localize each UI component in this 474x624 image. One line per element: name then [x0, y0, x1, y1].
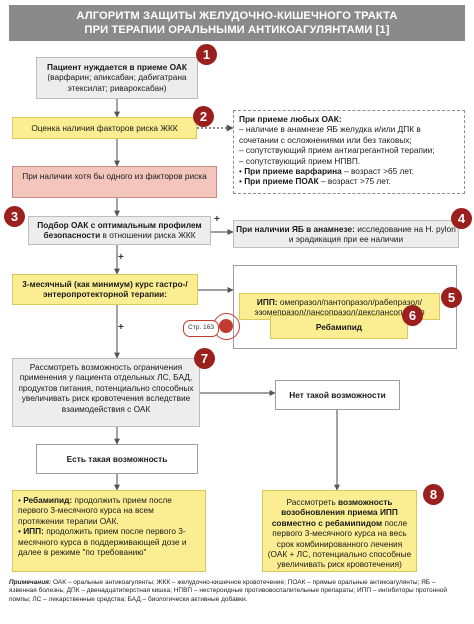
step-8-resume-ppi: Рассмотреть возможность возобновления пр…	[262, 490, 417, 572]
badge-3: 3	[4, 206, 25, 227]
course-box: 3-месячный (как минимум) курс гастро-/эн…	[12, 274, 198, 305]
step-6-text: Ребамипид	[315, 322, 363, 332]
possibility-box: Есть такая возможность	[36, 444, 198, 474]
risk-item: – сопутствующий прием антиагрегантной те…	[239, 145, 435, 156]
step-2-assess-risk: Оценка наличия факторов риска ЖКК	[12, 117, 197, 139]
step-1-need-oac: Пациент нуждается в приеме ОАК (варфарин…	[36, 57, 198, 99]
step-2-text: Оценка наличия факторов риска ЖКК	[31, 123, 178, 133]
notes-label: Примечания:	[9, 579, 52, 586]
badge-2: 2	[193, 106, 214, 127]
badge-4: 4	[451, 208, 472, 229]
step-1-bold: Пациент нуждается в приеме ОАК	[47, 62, 187, 72]
no-possibility-box: Нет такой возможности	[275, 380, 400, 410]
final-left-ppi: • ИПП: продолжить прием после первого 3-…	[18, 526, 187, 558]
risk-list: – наличие в анамнезе ЯБ желудка и/или ДП…	[239, 124, 459, 186]
plus-sign: +	[118, 252, 124, 263]
risk-poak: • При приеме ПОАК – возраст >75 лет.	[239, 176, 391, 187]
plus-sign: +	[214, 214, 220, 225]
possibility-text: Есть такая возможность	[66, 454, 168, 464]
step-8-post: после первого 3-месячного курса на весь …	[267, 517, 412, 570]
step-3-bold: Подбор ОАК с оптимальным профилем безопа…	[37, 220, 202, 241]
risk-item: – наличие в анамнезе ЯБ желудка и/или ДП…	[239, 124, 421, 145]
step-4-text: исследование на H. pylori и эрадикация п…	[288, 224, 456, 245]
final-left-rebamipide: • Ребамипид: продолжить прием после перв…	[18, 495, 172, 526]
step-3-text: в отношении риска ЖКК	[102, 230, 196, 241]
page-title: АЛГОРИТМ ЗАЩИТЫ ЖЕЛУДОЧНО-КИШЕЧНОГО ТРАК…	[9, 5, 465, 41]
risk-factors-box: При приеме любых ОАК: – наличие в анамне…	[233, 110, 465, 194]
notes-text: ОАК – оральные антикоагулянты; ЖКК – жел…	[9, 579, 448, 603]
badge-8: 8	[423, 484, 444, 505]
badge-5: 5	[441, 287, 462, 308]
plus-sign: +	[118, 322, 124, 333]
page-reference-stamp: Стр. 163	[183, 320, 219, 337]
final-left-box: • Ребамипид: продолжить прием после перв…	[12, 490, 206, 572]
step-2b-any-risk-factor: При наличии хотя бы одного из факторов р…	[12, 166, 217, 198]
step-6-rebamipide: Ребамипид	[270, 315, 408, 339]
step-7-text: Рассмотреть возможность ограничения прим…	[18, 362, 194, 414]
step-7-restrict: Рассмотреть возможность ограничения прим…	[12, 358, 200, 427]
badge-6: 6	[402, 305, 423, 326]
course-text: 3-месячный (как минимум) курс гастро-/эн…	[22, 279, 188, 300]
risk-warfarin: • При приеме варфарина – возраст >65 лет…	[239, 166, 414, 177]
step-8-bold: возможность возобновления приема ИПП сов…	[271, 497, 398, 528]
risk-heading: При приеме любых ОАК:	[239, 114, 342, 124]
step-5-bold: ИПП:	[256, 297, 278, 307]
step-8-pre: Рассмотреть	[286, 497, 336, 507]
step-4-hpylori: При наличии ЯБ в анамнезе: исследование …	[233, 220, 459, 248]
step-3-select-oac: Подбор ОАК с оптимальным профилем безопа…	[28, 216, 211, 245]
risk-item: – сопутствующий прием НПВП.	[239, 155, 361, 166]
step-1-text: (варфарин; апиксабан; дабигатрана этекси…	[47, 72, 187, 93]
step-2b-text: При наличии хотя бы одного из факторов р…	[22, 171, 207, 181]
title-line-1: АЛГОРИТМ ЗАЩИТЫ ЖЕЛУДОЧНО-КИШЕЧНОГО ТРАК…	[76, 10, 398, 22]
no-possibility-text: Нет такой возможности	[289, 390, 386, 400]
step-5-text: омепразол/пантопразол/рабепразол/эзомепр…	[254, 297, 425, 318]
badge-7: 7	[194, 348, 215, 369]
badge-1: 1	[196, 44, 217, 65]
step-4-bold: При наличии ЯБ в анамнезе:	[236, 224, 355, 234]
title-line-2: ПРИ ТЕРАПИИ ОРАЛЬНЫМИ АНТИКОАГУЛЯНТАМИ […	[84, 24, 390, 36]
footnotes: Примечания: ОАК – оральные антикоагулянт…	[9, 579, 465, 604]
